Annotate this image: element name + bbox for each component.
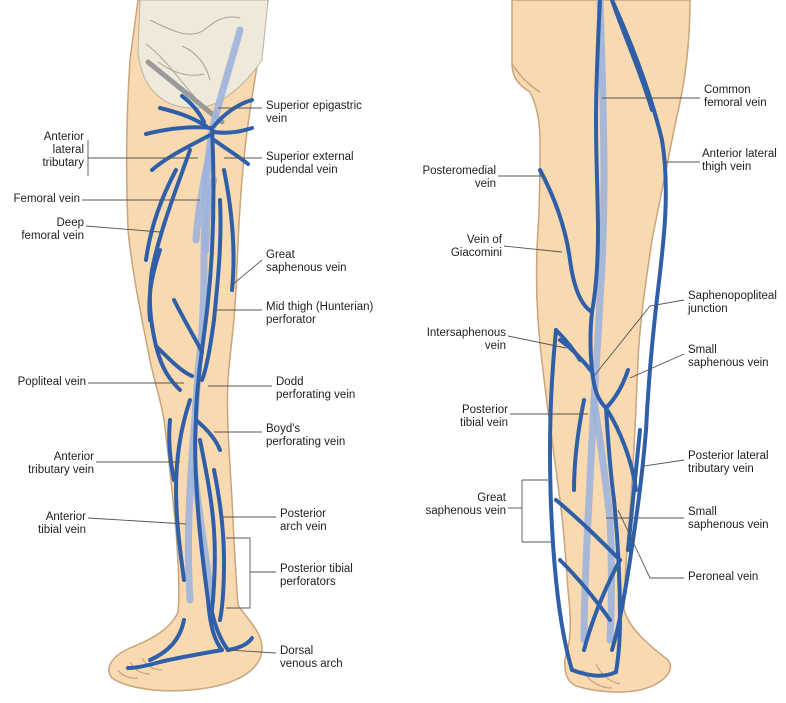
label-mid-thigh-perforator: Mid thigh (Hunterian)perforator xyxy=(266,301,373,327)
left-leg-illustration xyxy=(109,0,690,692)
label-femoral-vein: Femoral vein xyxy=(4,193,80,206)
label-popliteal-vein: Popliteal vein xyxy=(4,376,86,389)
label-peroneal-vein: Peroneal vein xyxy=(688,571,758,584)
